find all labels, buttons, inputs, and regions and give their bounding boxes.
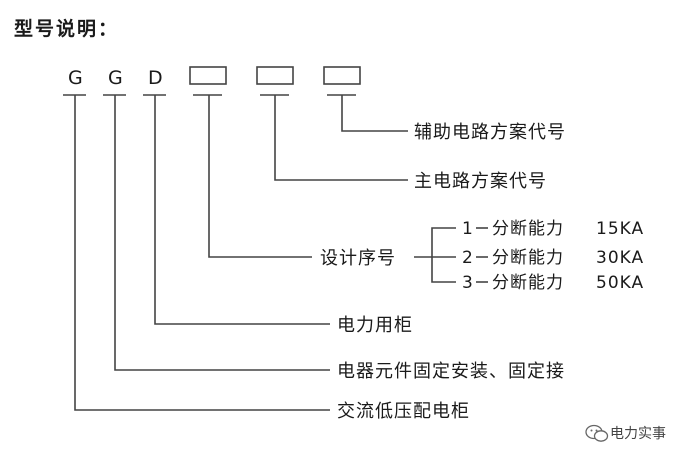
label-design-no: 设计序号	[320, 248, 396, 269]
leader-main-scheme	[274, 95, 408, 181]
code-letter-g2: G	[108, 67, 123, 89]
label-main-scheme: 主电路方案代号	[414, 171, 547, 192]
capacity-value-2: 30KA	[596, 248, 644, 268]
code-letter-d: D	[148, 67, 163, 89]
watermark: 电力实事	[585, 424, 666, 442]
label-cabinet-use: 电力用柜	[337, 315, 413, 336]
label-install: 电器元件固定安装、固定接	[337, 361, 565, 382]
capacity-text-1: 分断能力	[492, 219, 564, 239]
capacity-value-1: 15KA	[596, 219, 644, 239]
placeholder-box-aux	[323, 66, 361, 85]
page-title: 型号说明：	[14, 18, 120, 40]
leader-cabinet-use	[154, 95, 330, 325]
capacity-text-2: 分断能力	[492, 248, 564, 268]
label-aux-scheme: 辅助电路方案代号	[414, 122, 566, 143]
capacity-code-1: 1	[462, 219, 474, 239]
leader-design-no	[208, 95, 312, 258]
placeholder-box-main	[256, 66, 294, 85]
leader-install	[114, 95, 330, 371]
capacity-value-3: 50KA	[596, 273, 644, 293]
wechat-icon	[585, 424, 609, 442]
code-letter-g1: G	[68, 67, 83, 89]
leader-type	[74, 95, 330, 411]
capacity-text-3: 分断能力	[492, 273, 564, 293]
bracket-vertical	[431, 227, 456, 283]
label-type: 交流低压配电柜	[337, 401, 470, 422]
placeholder-box-design	[189, 66, 227, 85]
capacity-code-3: 3	[462, 273, 474, 293]
leader-aux-scheme	[341, 95, 408, 132]
watermark-text: 电力实事	[610, 426, 666, 442]
capacity-code-2: 2	[462, 248, 474, 268]
